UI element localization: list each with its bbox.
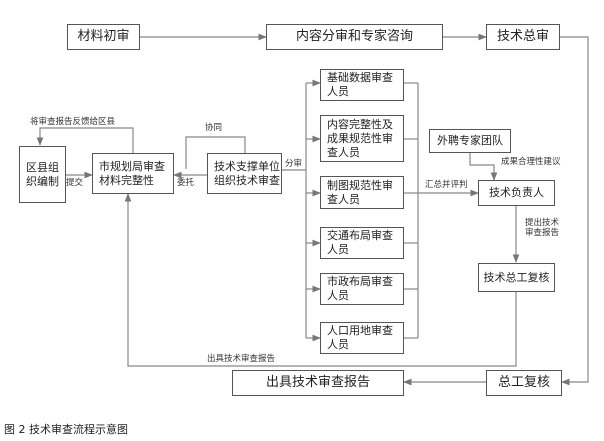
arrow-zongshen-to-zonggong bbox=[560, 36, 589, 386]
label-weituo: 委托 bbox=[177, 178, 195, 188]
box-waipin-zhuanjia: 外聘专家团队 bbox=[429, 129, 511, 153]
box-shizheng-buju: 市政布局审查人员 bbox=[320, 273, 404, 305]
arrow-xietong bbox=[185, 136, 246, 169]
box-renkou-yongdi: 人口用地审查人员 bbox=[320, 322, 404, 354]
box-shiguihua: 市规划局审查材料完整性 bbox=[92, 153, 174, 194]
label-xietong: 协同 bbox=[205, 123, 223, 133]
label-tichu: 提出技术审查报告 bbox=[525, 218, 560, 238]
box-quxian-bianzhi: 区县组织编制 bbox=[19, 146, 66, 203]
box-chuju-baogao: 出具技术审查报告 bbox=[232, 370, 404, 396]
box-jichu-shuju: 基础数据审查人员 bbox=[320, 69, 404, 101]
box-jiaotong-buju: 交通布局审查人员 bbox=[320, 227, 404, 259]
label-chuju: 出具技术审查报告 bbox=[207, 354, 276, 364]
label-chengguo: 成果合理性建议 bbox=[501, 157, 561, 167]
label-huizong: 汇总并评判 bbox=[425, 180, 468, 190]
box-zhitu-guifan: 制图规范性审查人员 bbox=[320, 176, 404, 209]
figure-caption: 图 2 技术审查流程示意图 bbox=[4, 423, 128, 436]
arrow-zhuanjia bbox=[469, 153, 498, 181]
box-cailiao-chushen: 材料初审 bbox=[67, 24, 140, 50]
box-neirong-fenshen: 内容分审和专家咨询 bbox=[266, 24, 443, 50]
box-jishu-fuzeren: 技术负责人 bbox=[478, 180, 555, 206]
box-jishu-zongshen: 技术总审 bbox=[486, 24, 560, 50]
box-jishu-zonggong: 技术总工复核 bbox=[478, 263, 555, 292]
label-fenshen: 分审 bbox=[285, 159, 303, 169]
box-jishu-zhicheng: 技术支撑单位组织技术审查 bbox=[207, 153, 282, 194]
arrow-fankui bbox=[36, 127, 134, 153]
box-neirong-wanzheng: 内容完整性及成果规范性审查人员 bbox=[320, 115, 404, 162]
box-zonggong-fuhe: 总工复核 bbox=[486, 370, 562, 396]
arrow-chuju bbox=[124, 193, 517, 367]
label-tijiao: 提交 bbox=[66, 178, 84, 188]
label-fankui: 将审查报告反馈给区县 bbox=[30, 117, 116, 127]
